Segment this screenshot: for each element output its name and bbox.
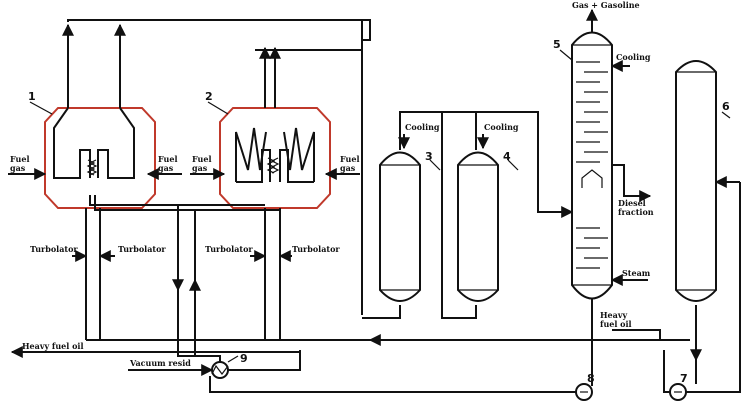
leader-9 bbox=[227, 355, 239, 363]
pump7-to-return bbox=[663, 350, 670, 393]
svg-text:gas: gas bbox=[10, 163, 26, 173]
label-fuel-oil: fuel oil bbox=[600, 319, 632, 329]
furnace2-outlet-a bbox=[264, 49, 362, 108]
exchanger-outlet bbox=[228, 352, 301, 371]
svg-text:Turbolator: Turbolator bbox=[118, 244, 166, 254]
turbolator-1: Turbolator bbox=[30, 244, 88, 262]
heat-exchanger-9 bbox=[211, 361, 229, 379]
leader-4 bbox=[507, 159, 519, 171]
label-unit-9: 9 bbox=[240, 352, 248, 365]
furnace-2 bbox=[219, 107, 331, 209]
svg-text:Fuel: Fuel bbox=[10, 154, 29, 164]
svg-text:Steam: Steam bbox=[622, 268, 651, 278]
label-unit-6: 6 bbox=[722, 100, 730, 113]
svg-text:Cooling: Cooling bbox=[484, 122, 519, 132]
leader-1 bbox=[29, 101, 53, 115]
chamber-to-column bbox=[476, 111, 566, 213]
hfo-to-return bbox=[612, 329, 661, 340]
fuel-gas-f2-right: Fuel gas bbox=[324, 154, 360, 180]
fuel-gas-f1-right: Fuel gas bbox=[146, 154, 182, 180]
leader-5 bbox=[559, 49, 573, 61]
svg-text:gas: gas bbox=[192, 163, 208, 173]
turbolator-4: Turbolator bbox=[278, 244, 340, 262]
svg-text:fraction: fraction bbox=[618, 207, 654, 217]
turbolator-2: Turbolator bbox=[98, 244, 166, 262]
chamber-4 bbox=[457, 151, 499, 302]
leader-6 bbox=[721, 111, 731, 119]
chamber3-bottom bbox=[362, 305, 401, 319]
exchanger-feed bbox=[177, 350, 221, 362]
svg-text:Cooling: Cooling bbox=[405, 122, 440, 132]
cooling-4: Cooling bbox=[477, 122, 519, 150]
bottom-return-line bbox=[209, 376, 576, 393]
svg-text:Turbolator: Turbolator bbox=[292, 244, 340, 254]
label-unit-1: 1 bbox=[28, 90, 36, 103]
leader-3 bbox=[429, 159, 441, 171]
chamber4-bottom bbox=[441, 112, 477, 319]
label-unit-7: 7 bbox=[680, 372, 688, 385]
turbolator-3: Turbolator bbox=[205, 244, 267, 262]
svg-text:gas: gas bbox=[340, 163, 356, 173]
label-unit-3: 3 bbox=[425, 150, 433, 163]
column-6 bbox=[675, 60, 717, 302]
pump-8 bbox=[575, 383, 593, 401]
feed-header-2 bbox=[94, 195, 280, 211]
label-unit-2: 2 bbox=[205, 90, 213, 103]
leader-2 bbox=[207, 101, 229, 115]
svg-text:Fuel: Fuel bbox=[340, 154, 359, 164]
svg-text:Cooling: Cooling bbox=[616, 52, 651, 62]
label-heavy-fuel-oil: Heavy fuel oil bbox=[22, 341, 84, 351]
steam-inlet: Steam bbox=[610, 268, 651, 286]
label-unit-4: 4 bbox=[503, 150, 511, 163]
label-heavy: Heavy bbox=[600, 310, 627, 320]
svg-text:Diesel: Diesel bbox=[618, 198, 646, 208]
diesel-fraction-outlet: Diesel fraction bbox=[612, 164, 654, 217]
chamber-3 bbox=[379, 151, 421, 302]
cooling-5: Cooling bbox=[610, 52, 651, 72]
transfer-line-top bbox=[67, 19, 371, 41]
furnace-1 bbox=[44, 33, 156, 209]
feed-header-1 bbox=[89, 195, 265, 206]
svg-text:gas: gas bbox=[158, 163, 174, 173]
label-unit-5: 5 bbox=[553, 38, 561, 51]
chamber-top-link bbox=[399, 111, 477, 150]
label-gas-gasoline: Gas + Gasoline bbox=[572, 0, 640, 10]
svg-text:Turbolator: Turbolator bbox=[205, 244, 253, 254]
pump-7 bbox=[669, 383, 687, 401]
label-unit-8: 8 bbox=[587, 372, 595, 385]
svg-text:Fuel: Fuel bbox=[192, 154, 211, 164]
fuel-gas-f1-left: Fuel gas bbox=[8, 154, 47, 180]
svg-text:Turbolator: Turbolator bbox=[30, 244, 78, 254]
label-vacuum-resid: Vacuum resid bbox=[129, 358, 191, 368]
pump7-to-column6 bbox=[686, 182, 741, 393]
fuel-gas-f2-left: Fuel gas bbox=[190, 154, 226, 180]
cooling-3: Cooling bbox=[398, 122, 440, 150]
svg-text:Fuel: Fuel bbox=[158, 154, 177, 164]
fractionator-trays bbox=[576, 61, 608, 269]
